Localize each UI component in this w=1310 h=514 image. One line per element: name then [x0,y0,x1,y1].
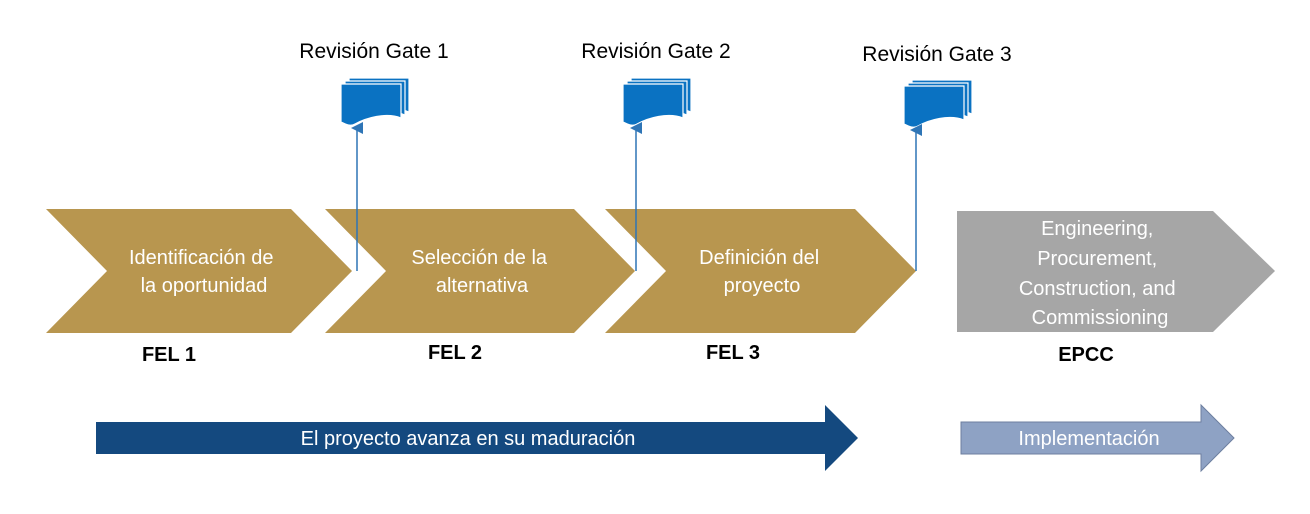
phase-chevron-fel2 [325,209,635,333]
document-stack-icon [622,77,692,126]
gate-title-2: Revisión Gate 2 [581,40,730,63]
document-stack-icon [340,77,410,126]
phase-chevron-epcc [957,211,1275,332]
maturation-arrow [96,405,858,471]
maturation-arrow-label: El proyecto avanza en su maduración [301,428,636,450]
phase-code-fel1: FEL 1 [142,344,196,366]
phase-label-epcc: Engineering, Procurement, Construction, … [1019,218,1181,329]
implementation-arrow [960,403,1235,473]
phase-label-fel3: Definición del proyecto [699,247,825,297]
phase-code-epcc: EPCC [1058,344,1114,366]
phase-label-fel1: Identificación de la oportunidad [129,247,279,297]
gate-title-3: Revisión Gate 3 [862,43,1011,66]
phase-chevron-fel1 [46,209,352,333]
phase-label-fel2: Selección de la alternativa [411,247,552,297]
phase-code-fel2: FEL 2 [428,342,482,364]
gate-title-1: Revisión Gate 1 [299,40,448,63]
phase-code-fel3: FEL 3 [706,342,760,364]
implementation-arrow-label: Implementación [1018,428,1159,450]
phase-chevron-fel3 [605,209,916,333]
document-stack-icon [903,79,973,128]
